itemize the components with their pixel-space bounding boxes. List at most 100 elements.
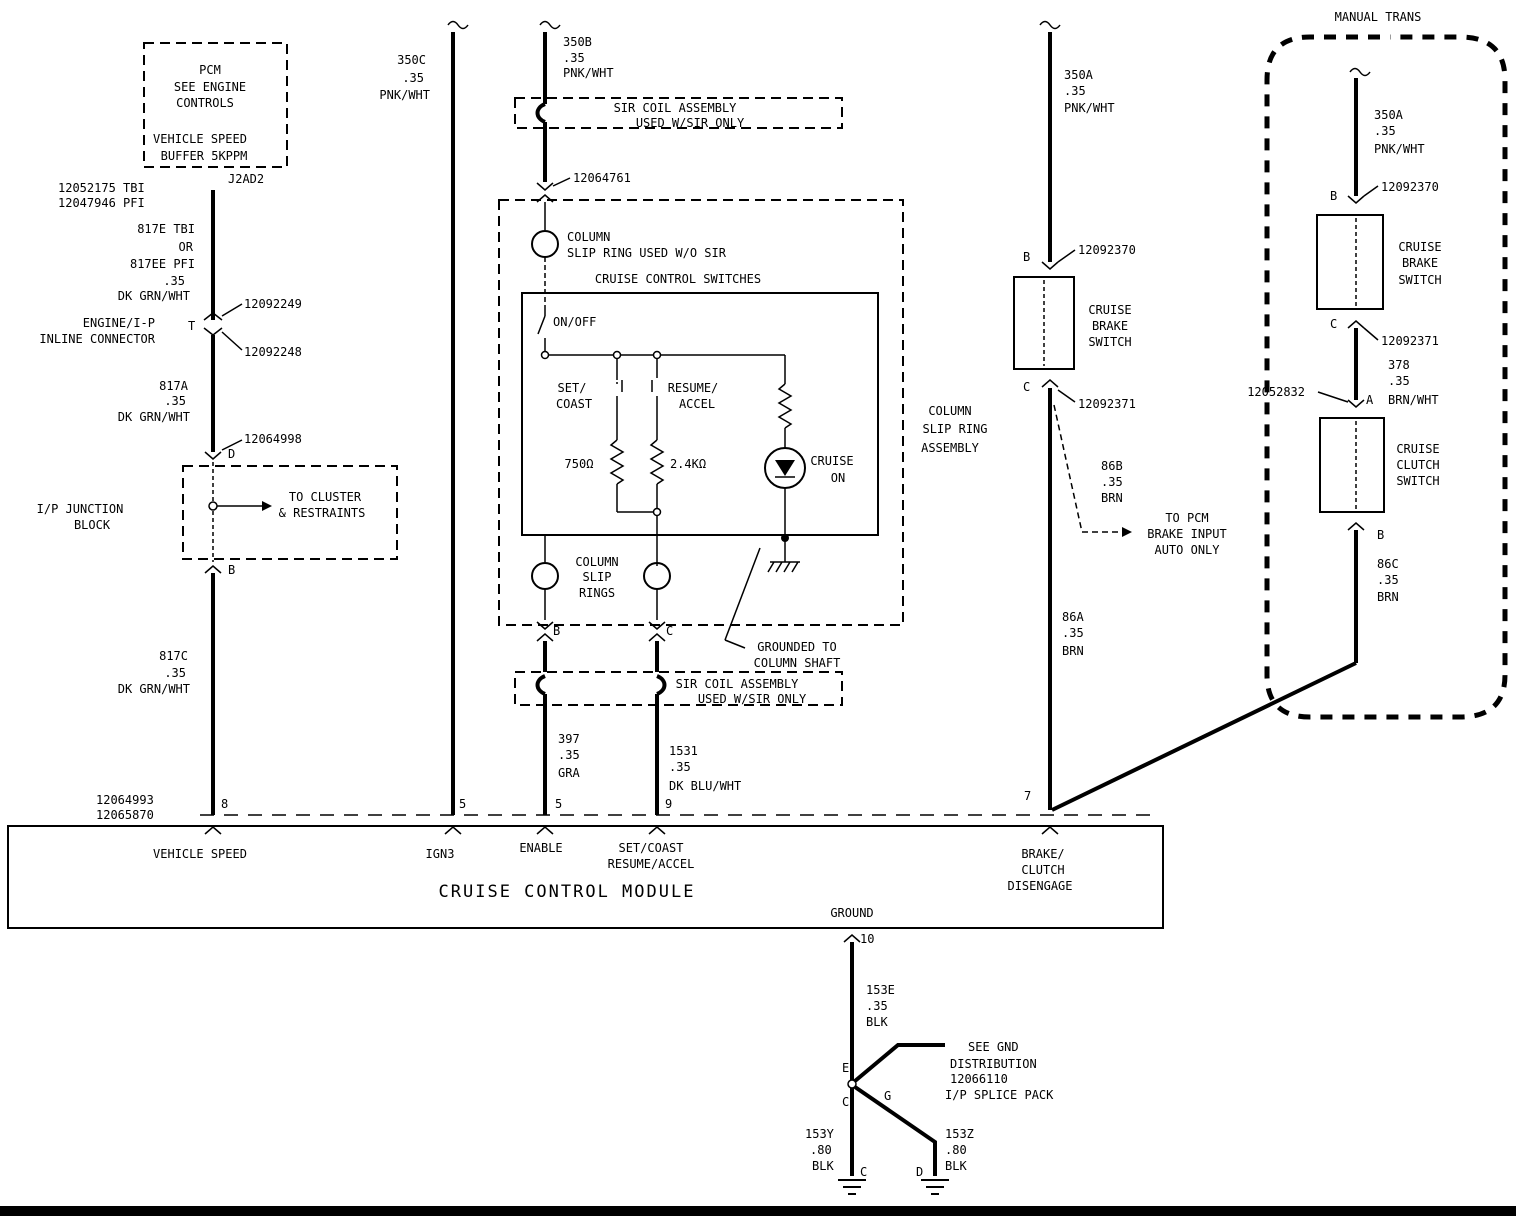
grounded-leader [724, 547, 761, 641]
sir-coil-bottom-box [514, 671, 843, 706]
brake-section: 350A .35 PNK/WHT B 12092370 CRUISE BRAKE… [1013, 20, 1227, 810]
wire-153e-color: BLK [866, 1015, 888, 1029]
manual-378-color: BRN/WHT [1388, 393, 1439, 407]
module-pin-ign-symbol [444, 826, 462, 835]
bus-node-resume [652, 350, 662, 360]
splice-l4: I/P SPLICE PACK [945, 1088, 1054, 1102]
lamp-label2: ON [831, 471, 845, 485]
column-ground-symbol [767, 561, 800, 573]
resistor-750 [609, 439, 625, 485]
wire-817a-id: 817A [159, 379, 189, 393]
wire-1531-gauge: .35 [669, 760, 691, 774]
splice-pin-g: G [884, 1089, 891, 1103]
brake-switch-bottom-leader [1057, 389, 1076, 403]
grounded-leader-tail [724, 639, 746, 649]
cruise-brake-switch [1013, 276, 1075, 370]
inline-connector-label1: ENGINE/I-P [83, 316, 155, 330]
junction-pin-bottom: B [228, 563, 235, 577]
module-pin-en: 5 [555, 797, 562, 811]
manual-pin-b: B [1330, 189, 1337, 203]
pcm-connector-pfi: 12047946 PFI [58, 196, 145, 210]
ground-symbol-c [838, 1179, 866, 1195]
pcm-line3: VEHICLE SPEED [153, 132, 247, 146]
wire-350a-id: 350A [1064, 68, 1094, 82]
wire-153z-color: BLK [945, 1159, 967, 1173]
bus-node-1 [540, 350, 550, 360]
wire-817c-gauge: .35 [164, 666, 186, 680]
module-vehicle-speed: VEHICLE SPEED [153, 847, 247, 861]
junction-label1: I/P JUNCTION [37, 502, 124, 516]
module-pin-gnd: 10 [860, 932, 874, 946]
wire-817e-color: DK GRN/WHT [118, 289, 190, 303]
wire-86b-gauge: .35 [1101, 475, 1123, 489]
inline-connector-upper: 12092249 [244, 297, 302, 311]
brake-switch-l1: CRUISE [1088, 303, 1131, 317]
manual-86c-gauge: .35 [1377, 573, 1399, 587]
wire-153e-id: 153E [866, 983, 895, 997]
junction-node [208, 501, 218, 511]
wire-350a-color: PNK/WHT [1064, 101, 1115, 115]
wire-153z-gauge: .80 [945, 1143, 967, 1157]
junction-to1: TO CLUSTER [289, 490, 362, 504]
sir-top-l1: SIR COIL ASSEMBLY [614, 101, 738, 115]
junction-connector-leader [221, 439, 243, 451]
enable-connector-symbol [536, 621, 554, 642]
wire-86a-color: BRN [1062, 644, 1084, 658]
splice-pin-c: C [842, 1095, 849, 1109]
module-box [7, 825, 1164, 929]
junction-top-symbol [204, 451, 222, 460]
switch-res2: ACCEL [679, 397, 715, 411]
wire-350b-continuation [539, 20, 561, 30]
pcm-line1: SEE ENGINE [174, 80, 246, 94]
slip-rings-l2: SLIP [583, 570, 612, 584]
module-pin-brake-symbol [1041, 826, 1059, 835]
manual-brake-l2: BRAKE [1402, 256, 1438, 270]
junction-block-box [182, 465, 398, 560]
bottom-border [0, 1206, 1516, 1216]
bus-node-set [612, 350, 622, 360]
wire-817e-l1: 817E TBI [137, 222, 195, 236]
manual-86c-color: BRN [1377, 590, 1399, 604]
wire-397-gauge: .35 [558, 748, 580, 762]
pcm-box [143, 42, 288, 168]
manual-trans-box [1264, 34, 1508, 720]
module-ign3: IGN3 [426, 847, 455, 861]
manual-clutch-l3: SWITCH [1396, 474, 1439, 488]
wire-350a-gauge: .35 [1064, 84, 1086, 98]
slip-rings-l1: COLUMN [575, 555, 618, 569]
manual-trans-section: MANUAL TRANS 350A .35 PNK/WHT B 12092370… [1051, 10, 1508, 812]
manual-conn-top: 12092370 [1381, 180, 1439, 194]
manual-350a-color: PNK/WHT [1374, 142, 1425, 156]
wire-86b-color: BRN [1101, 491, 1123, 505]
wire-350b-color: PNK/WHT [563, 66, 614, 80]
wire-397-id: 397 [558, 732, 580, 746]
lamp-ground-node [781, 534, 789, 542]
module-pin-ign: 5 [459, 797, 466, 811]
wire-153z-id: 153Z [945, 1127, 974, 1141]
manual-378-gauge: .35 [1388, 374, 1410, 388]
manual-350a-gauge: .35 [1374, 124, 1396, 138]
wire-397-color: GRA [558, 766, 580, 780]
cruise-control-switches-box [521, 292, 879, 536]
lamp-label1: CRUISE [810, 454, 853, 468]
brake-switch-bottom-symbol [1041, 379, 1059, 388]
brake-switch-pin-b: B [1023, 250, 1030, 264]
resistor-750-label: 750Ω [565, 457, 594, 471]
switch-set1: SET/ [558, 381, 587, 395]
manual-title: MANUAL TRANS [1335, 10, 1422, 24]
wire-1531-id: 1531 [669, 744, 698, 758]
wire-817e-gauge: .35 [163, 274, 185, 288]
module-ground: GROUND [830, 906, 873, 920]
module-connector-1: 12064993 [96, 793, 154, 807]
module-brake1: BRAKE/ [1021, 847, 1064, 861]
switch-onoff: ON/OFF [553, 315, 596, 329]
manual-brake-top-symbol [1347, 195, 1365, 204]
module-title: CRUISE CONTROL MODULE [439, 882, 696, 902]
manual-clutch-l1: CRUISE [1396, 442, 1439, 456]
wire-86b-id: 86B [1101, 459, 1123, 473]
inline-connector-leader-top [221, 303, 243, 317]
manual-wire-86c-to-module [1051, 661, 1357, 812]
splice-branch-distribution [853, 1043, 945, 1083]
column-assembly-l1: COLUMN [928, 404, 971, 418]
